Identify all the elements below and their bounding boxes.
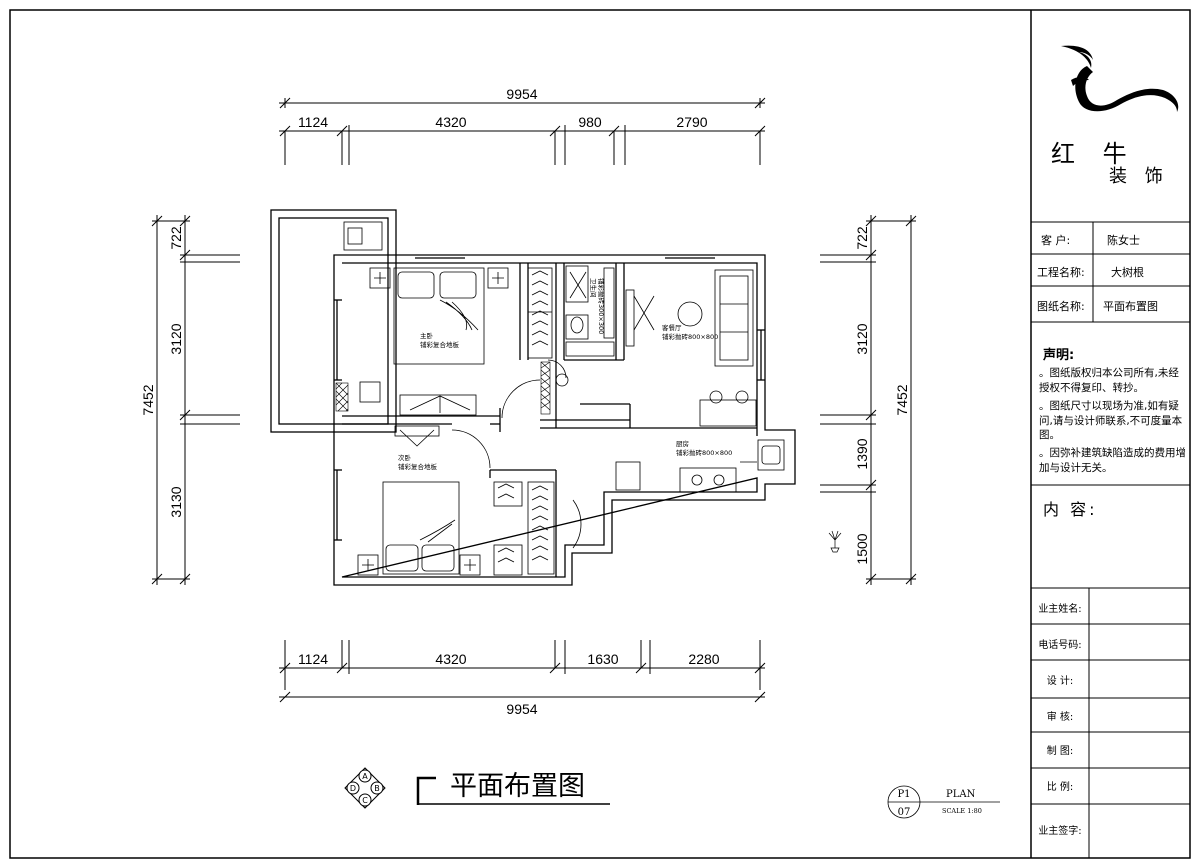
sign-scale-label: 比 例: — [1046, 782, 1074, 793]
sign-owner-signature-label: 业主签字: — [1038, 826, 1082, 837]
plan-number: 07 — [898, 807, 911, 818]
sign-draft-label: 制 图: — [1046, 746, 1074, 757]
room-second-bedroom-floor: 铺彩复合地板 — [398, 462, 438, 471]
compass-letter-c: C — [362, 796, 368, 805]
title-block: 红 牛 装 饰 客 户: 陈女士 工程名称: 大树根 图纸名称: 平面布置图 声… — [1031, 10, 1190, 858]
dim-bottom-seg-3: 1630 — [587, 651, 618, 667]
dim-top-total: 9954 — [506, 86, 537, 102]
plan-code: P1 — [897, 789, 910, 800]
dim-right-seg-1: 722 — [854, 226, 870, 250]
sign-review-label: 审 核: — [1046, 712, 1074, 723]
client-label: 客 户: — [1041, 234, 1071, 247]
dim-top-seg-2: 4320 — [435, 114, 466, 130]
dim-left-seg-2: 3120 — [168, 323, 184, 354]
project-value: 大树根 — [1111, 266, 1144, 279]
compass-letter-b: B — [374, 784, 380, 793]
room-living-dining-name: 客餐厅 — [662, 323, 682, 332]
room-second-bedroom-name: 次卧 — [398, 453, 412, 462]
declaration-1: 。图纸版权归本公司所有,未经授权不得复印、转抄。 — [1039, 367, 1179, 394]
plan-scale: SCALE 1:80 — [942, 807, 982, 815]
room-living-dining-floor: 铺彩抛砖800×800 — [662, 332, 718, 341]
drawing-title: 平面布置图 — [450, 771, 585, 802]
declaration-title: 声明: — [1043, 348, 1075, 363]
dim-left-seg-3: 3130 — [168, 486, 184, 517]
dim-left-total: 7452 — [140, 384, 156, 415]
room-bathroom-floor: 铺彩抛砖300×300 — [597, 278, 606, 334]
walls — [270, 209, 796, 586]
dim-right-seg-4: 1500 — [854, 533, 870, 564]
plan-label: PLAN — [946, 789, 976, 800]
drawing-name-value: 平面布置图 — [1103, 300, 1158, 313]
title-block-grid — [1031, 221, 1190, 858]
compass-symbol — [344, 767, 386, 809]
sign-owner-name-label: 业主姓名: — [1038, 604, 1082, 615]
sign-design-label: 设 计: — [1046, 676, 1074, 687]
content-label: 内 容: — [1043, 500, 1098, 519]
room-kitchen-name: 厨房 — [676, 439, 689, 448]
dim-bottom-seg-2: 4320 — [435, 651, 466, 667]
room-bathroom-name: 卫生间 — [589, 278, 598, 298]
compass-letter-d: D — [350, 784, 356, 793]
declaration-3: 。因弥补建筑缺陷造成的费用增加与设计无关。 — [1039, 447, 1186, 474]
sign-phone-label: 电话号码: — [1038, 640, 1082, 651]
room-master-bedroom-name: 主卧 — [420, 331, 434, 340]
sheet-border — [9, 9, 1191, 859]
dim-right-seg-2: 3120 — [854, 323, 870, 354]
dim-right-seg-3: 1390 — [854, 438, 870, 469]
room-kitchen-floor: 铺彩抛砖800×800 — [676, 448, 732, 457]
furniture — [343, 221, 785, 576]
dim-left-seg-1: 722 — [168, 226, 184, 250]
brand-name-line1: 红 牛 — [1051, 140, 1137, 168]
drawing-name-label: 图纸名称: — [1037, 300, 1085, 313]
compass-letter-a: A — [362, 772, 368, 781]
client-value: 陈女士 — [1107, 234, 1140, 247]
plant-icon — [828, 530, 842, 553]
dim-right-total: 7452 — [894, 384, 910, 415]
room-master-bedroom-floor: 铺彩复合地板 — [420, 340, 460, 349]
dim-top-seg-3: 980 — [578, 114, 602, 130]
dim-top-seg-1: 1124 — [298, 114, 328, 130]
project-label: 工程名称: — [1037, 266, 1085, 279]
dim-bottom-total: 9954 — [506, 701, 537, 717]
dim-top-seg-4: 2790 — [676, 114, 707, 130]
brand-name-line2: 装 饰 — [1109, 166, 1169, 187]
bull-logo-icon — [1061, 45, 1179, 112]
dim-bottom-seg-1: 1124 — [298, 651, 328, 667]
dimension-lines — [151, 97, 917, 703]
hatched-walls — [335, 361, 551, 415]
dim-bottom-seg-4: 2280 — [688, 651, 719, 667]
declaration-2: 。图纸尺寸以现场为准,如有疑问,请与设计师联系,不可度量本图。 — [1039, 400, 1183, 441]
